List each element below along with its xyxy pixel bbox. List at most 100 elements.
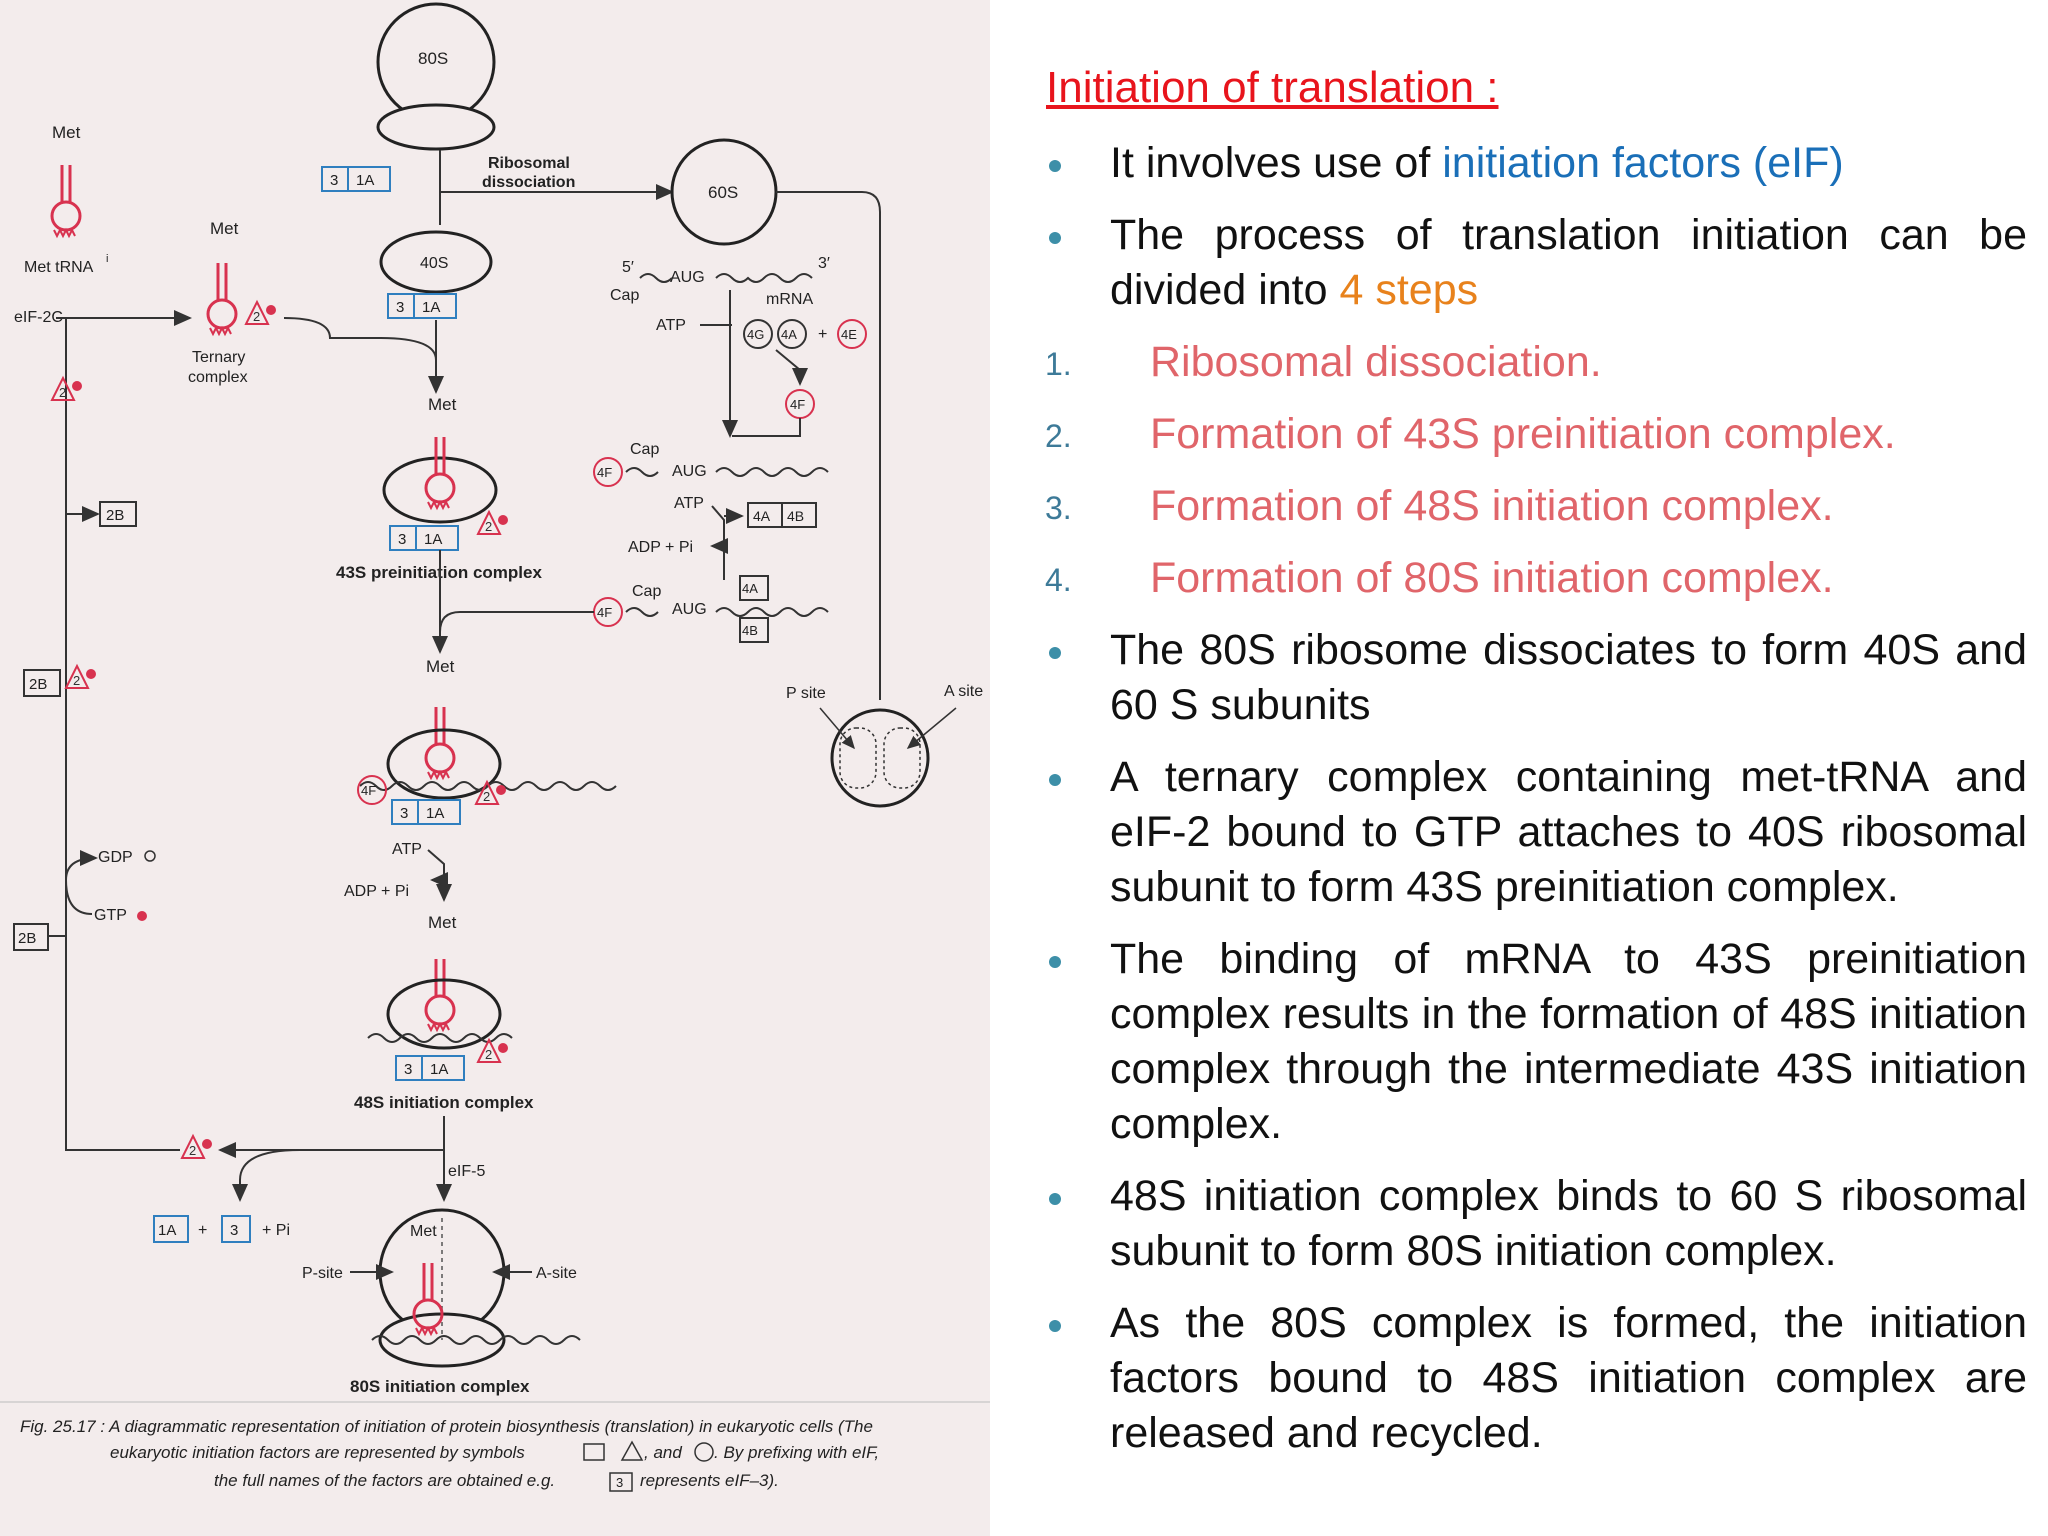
svg-text:i: i xyxy=(106,253,108,265)
step-text: Ribosomal dissociation. xyxy=(1150,338,1602,386)
factor-4a-4b-stacked: 4A 4B xyxy=(739,575,769,643)
factor-3-1a-48s: 3 1A xyxy=(395,1055,465,1081)
label-gtp: GTP xyxy=(94,907,127,924)
highlight-initiation-factors: initiation factors (eIF) xyxy=(1442,139,1844,187)
svg-text:3: 3 xyxy=(398,531,406,548)
bullet-48s-binds-60s: 48S initiation complex binds to 60 S rib… xyxy=(1045,1169,2027,1279)
label-mrna: mRNA xyxy=(766,291,813,308)
bullet-dot xyxy=(1049,160,1061,172)
svg-text:4G: 4G xyxy=(747,327,764,342)
step-text: Formation of 43S preinitiation complex. xyxy=(1150,410,1896,458)
bullet-dot xyxy=(1049,774,1061,786)
figure-panel: 2 80S 3 1A Ribosomal dissociation 60S 40… xyxy=(0,0,990,1536)
bullet-80s-dissociation: The 80S ribosome dissociates to form 40S… xyxy=(1045,623,2027,733)
svg-text:+: + xyxy=(818,326,827,343)
step-text: Formation of 48S initiation complex. xyxy=(1150,482,1834,530)
svg-text:+ Pi: + Pi xyxy=(262,1222,290,1239)
label-met-trna: Met tRNA xyxy=(24,259,94,276)
svg-text:4F: 4F xyxy=(361,783,376,798)
factor-4a-4b: 4A 4B xyxy=(747,502,817,528)
label-met-left: Met xyxy=(52,123,81,142)
svg-text:60S: 60S xyxy=(708,183,738,202)
label-cap-2: Cap xyxy=(630,441,659,458)
ribosome-40s: 40S xyxy=(379,230,493,294)
svg-text:+: + xyxy=(198,1222,207,1239)
figure-caption: Fig. 25.17 : A diagrammatic representati… xyxy=(0,1401,990,1492)
svg-text:4F: 4F xyxy=(597,605,612,620)
caption-line-2: eukaryotic initiation factors are repres… xyxy=(110,1443,525,1462)
svg-text:1A: 1A xyxy=(158,1222,176,1239)
svg-text:1A: 1A xyxy=(430,1061,448,1078)
label-cap-3: Cap xyxy=(632,583,661,600)
svg-text:4F: 4F xyxy=(790,397,805,412)
bullet-dot xyxy=(1049,647,1061,659)
slide-text-panel: Initiation of translation : It involves … xyxy=(1045,60,2027,1478)
factor-2b-upper: 2B xyxy=(99,501,137,527)
step-number: 3. xyxy=(1045,490,1072,526)
svg-text:4B: 4B xyxy=(787,508,804,524)
step-item: 3. Formation of 48S initiation complex. xyxy=(1045,479,2027,534)
svg-text:4E: 4E xyxy=(841,327,857,342)
ribosome-site-inset: P site A site xyxy=(786,683,983,808)
label-ternary-1: Ternary xyxy=(192,349,245,366)
label-asite: A-site xyxy=(536,1265,577,1282)
ribosome-60s: 60S xyxy=(670,138,778,246)
step-item: 2. Formation of 43S preinitiation comple… xyxy=(1045,407,2027,462)
label-adp-pi-2: ADP + Pi xyxy=(344,883,409,900)
step-text: Formation of 80S initiation complex. xyxy=(1150,554,1834,602)
step-number: 2. xyxy=(1045,418,1072,454)
label-aug-2: AUG xyxy=(672,463,707,480)
svg-text:3: 3 xyxy=(396,299,404,316)
label-eif2c: eIF-2C xyxy=(14,309,63,326)
label-atp-2: ATP xyxy=(674,495,704,512)
svg-text:. By prefixing with eIF,: . By prefixing with eIF, xyxy=(714,1443,879,1462)
svg-text:4A: 4A xyxy=(742,581,758,596)
bullet-dot xyxy=(1049,1320,1061,1332)
svg-text:1A: 1A xyxy=(424,531,442,548)
svg-text:, and: , and xyxy=(644,1443,682,1462)
label-aug-3: AUG xyxy=(672,601,707,618)
svg-text:1A: 1A xyxy=(426,805,444,822)
step-item: 4. Formation of 80S initiation complex. xyxy=(1045,551,2027,606)
svg-text:3: 3 xyxy=(400,805,408,822)
factor-2b-2-complex: 2B xyxy=(23,665,97,697)
caption-line-1: Fig. 25.17 : A diagrammatic representati… xyxy=(20,1417,873,1436)
step-number: 4. xyxy=(1045,562,1072,598)
svg-text:3: 3 xyxy=(230,1222,238,1239)
label-gdp: GDP xyxy=(98,849,133,866)
highlight-four-steps: 4 steps xyxy=(1339,266,1479,314)
factor-3-1a-43s: 3 1A xyxy=(389,525,459,551)
label-psite: P-site xyxy=(302,1265,343,1282)
svg-text:1A: 1A xyxy=(422,299,440,316)
label-atp-3: ATP xyxy=(392,841,422,858)
bullet-dot xyxy=(1049,232,1061,244)
svg-text:represents eIF–3).: represents eIF–3). xyxy=(640,1471,779,1490)
bullet-four-steps: The process of translation initiation ca… xyxy=(1045,208,2027,318)
bullet-dot xyxy=(1049,956,1061,968)
svg-text:4A: 4A xyxy=(781,327,797,342)
label-80s: 80S xyxy=(418,49,448,68)
label-aug-1: AUG xyxy=(670,269,705,286)
factor-3-1a-top: 3 1A xyxy=(321,166,391,192)
svg-text:3: 3 xyxy=(616,1475,623,1490)
label-met-ternary: Met xyxy=(210,219,239,238)
factor-3-1a-mrna: 3 1A xyxy=(391,799,461,825)
label-ternary-2: complex xyxy=(188,369,248,386)
svg-text:P site: P site xyxy=(786,685,826,702)
ribosomal-dissociation-label-1: Ribosomal xyxy=(488,155,570,172)
step-number: 1. xyxy=(1045,346,1072,382)
label-adp-pi-1: ADP + Pi xyxy=(628,539,693,556)
caption-line-3: the full names of the factors are obtain… xyxy=(214,1471,555,1490)
svg-text:3: 3 xyxy=(330,172,338,189)
factor-release-group: 1A + 3 + Pi xyxy=(153,1215,290,1243)
label-met-48s: Met xyxy=(428,913,457,932)
bullet-mrna-binding: The binding of mRNA to 43S preinitiation… xyxy=(1045,932,2027,1152)
bullet-factors-released: As the 80S complex is formed, the initia… xyxy=(1045,1296,2027,1461)
step-item: 1. Ribosomal dissociation. xyxy=(1045,335,2027,390)
factor-2b-lower: 2B xyxy=(13,923,49,951)
svg-text:4A: 4A xyxy=(753,508,771,524)
factor-3-1a-40s: 3 1A xyxy=(387,293,457,319)
slide-heading: Initiation of translation : xyxy=(1046,63,1499,112)
svg-text:2B: 2B xyxy=(29,676,47,693)
svg-text:A site: A site xyxy=(944,683,983,700)
